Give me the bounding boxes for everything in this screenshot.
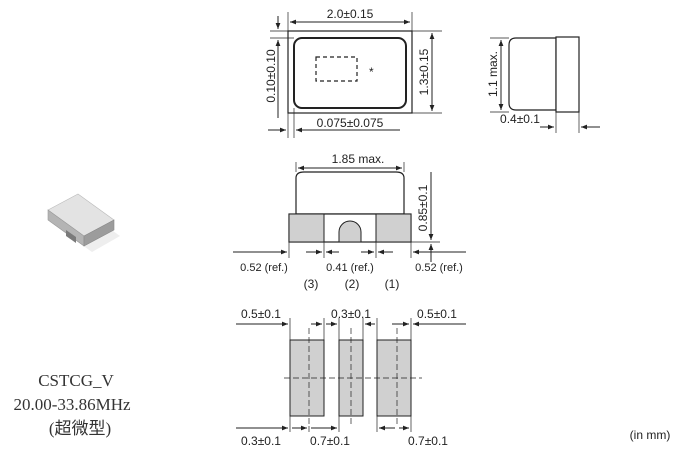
product-right-face <box>83 219 115 247</box>
terminal-1 <box>375 213 412 243</box>
marking-area <box>315 56 358 82</box>
terminal-label-3: (3) <box>304 277 319 291</box>
terminal-3 <box>288 213 325 243</box>
land-pattern: 0.5±0.1 0.3±0.1 0.5±0.1 0.3±0.1 0.7±0.1 … <box>236 307 466 448</box>
top-view: * 2.0±0.15 1.3±0.15 0.10±0.10 0.075±0.07… <box>264 7 442 138</box>
bottom-dim-label: 0.075±0.075 <box>317 116 384 130</box>
product-name: CSTCG_V <box>38 371 114 390</box>
mid-ref-dim: 0.41 (ref.) <box>326 262 374 274</box>
top-view-lid <box>293 37 407 109</box>
land-bottom-left-dim: 0.3±0.1 <box>241 434 281 448</box>
right-ref-dim: 0.52 (ref.) <box>415 262 463 274</box>
left-ref-dim: 0.52 (ref.) <box>240 262 288 274</box>
side-bottom-dim-label: 0.4±0.1 <box>500 112 540 126</box>
left-dim-label: 0.10±0.10 <box>264 49 278 103</box>
unit-note: (in mm) <box>630 428 671 442</box>
marking-asterisk: * <box>369 65 374 79</box>
front-view-lid <box>295 171 405 215</box>
side-height-dim-label: 1.1 max. <box>486 51 500 97</box>
land-top-right-dim: 0.5±0.1 <box>417 307 457 321</box>
front-width-dim-label: 1.85 max. <box>332 152 385 166</box>
front-view: 1.85 max. 0.85±0.1 0.52 (ref.) 0.41 (ref… <box>233 152 466 291</box>
side-view: 1.1 max. 0.4±0.1 <box>486 36 600 133</box>
side-view-base <box>555 36 580 113</box>
land-top-left-dim: 0.5±0.1 <box>241 307 281 321</box>
side-view-body <box>508 37 557 111</box>
land-top-mid-dim: 0.3±0.1 <box>331 307 371 321</box>
front-height-dim-label: 0.85±0.1 <box>416 184 430 231</box>
product-frequency: 20.00-33.86MHz <box>13 395 131 414</box>
product-terminal-band <box>66 230 76 243</box>
height-dim-label: 1.3±0.15 <box>417 48 431 95</box>
terminal-label-2: (2) <box>345 277 360 291</box>
land-bottom-mid-dim: 0.7±0.1 <box>310 434 350 448</box>
width-dim-label: 2.0±0.15 <box>327 7 374 21</box>
product-photo <box>47 193 120 252</box>
land-bottom-right-dim: 0.7±0.1 <box>408 434 448 448</box>
terminal-2 <box>338 220 362 243</box>
terminal-label-1: (1) <box>385 277 400 291</box>
product-note: (超微型) <box>49 419 111 438</box>
